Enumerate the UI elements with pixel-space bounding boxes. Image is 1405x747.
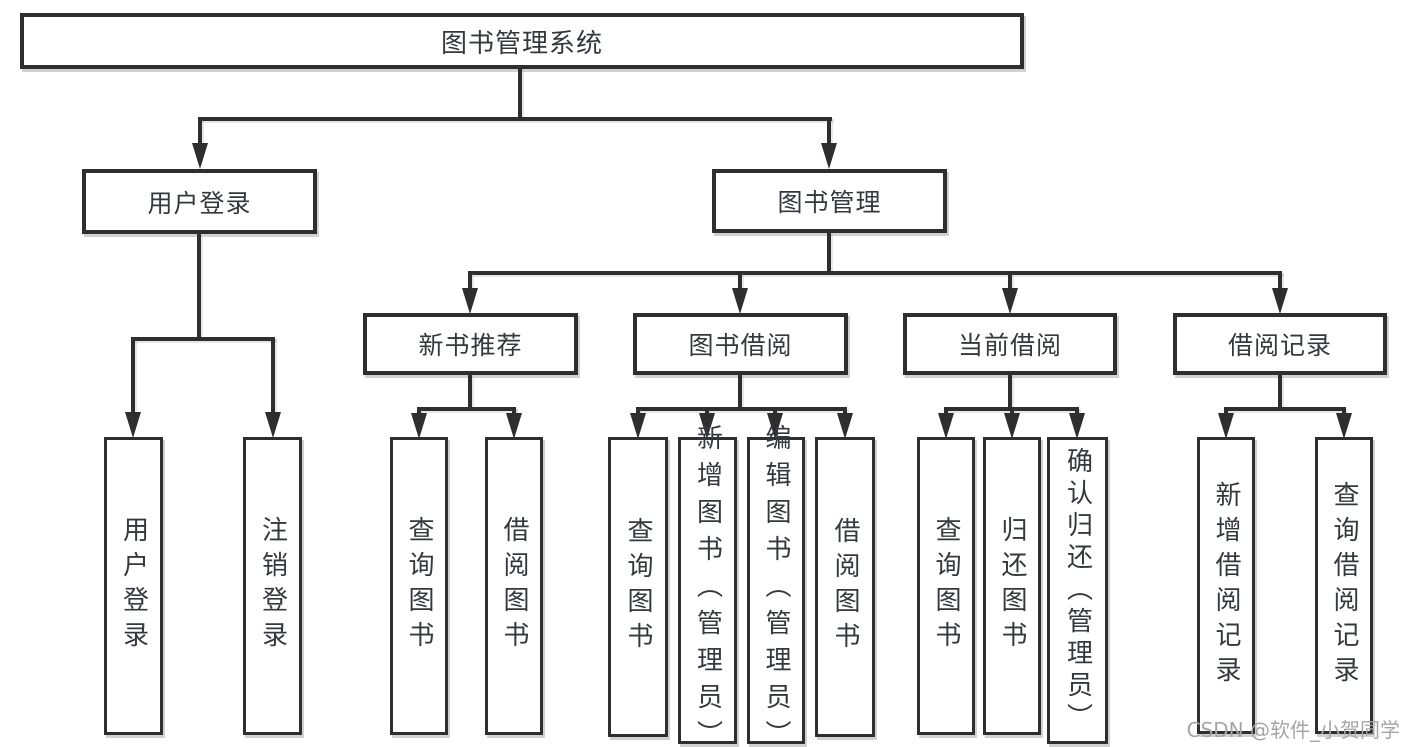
connector-line xyxy=(1278,271,1282,290)
connector-line xyxy=(1342,407,1346,415)
node-label: 确认归还（管理员） xyxy=(1062,446,1093,735)
leaf-confirm-return-admin: 确认归还（管理员） xyxy=(1047,437,1108,744)
connector-line xyxy=(827,117,831,145)
connector-line xyxy=(636,407,845,411)
connector-line xyxy=(198,117,202,145)
node-label: 查询图书 xyxy=(623,517,653,657)
node-label: 编辑图书（管理员） xyxy=(761,424,791,747)
connector-line xyxy=(827,233,831,271)
leaf-query-books-2: 查询图书 xyxy=(608,437,668,737)
connector-line xyxy=(1278,375,1282,407)
connector-line xyxy=(512,407,516,415)
connector-line xyxy=(773,407,777,415)
connector-line xyxy=(271,337,275,414)
connector-line xyxy=(417,407,421,415)
arrow-down-icon xyxy=(630,413,646,439)
node-user-login: 用户登录 xyxy=(82,169,317,234)
connector-line xyxy=(198,117,832,121)
node-label: 查询借阅记录 xyxy=(1329,480,1359,691)
node-label: 新增借阅记录 xyxy=(1211,480,1241,691)
arrow-down-icon xyxy=(192,143,208,169)
connector-line xyxy=(197,234,201,337)
arrow-down-icon xyxy=(1002,288,1018,314)
watermark-text: CSDN @软件_小贺同学 xyxy=(1186,718,1400,742)
arrow-down-icon xyxy=(1336,413,1352,439)
connector-line xyxy=(131,337,135,414)
leaf-query-borrow-record: 查询借阅记录 xyxy=(1315,437,1373,734)
connector-line xyxy=(636,407,640,415)
arrow-down-icon xyxy=(1004,413,1020,439)
arrow-down-icon xyxy=(411,413,427,439)
node-book-management: 图书管理 xyxy=(712,169,947,233)
connector-line xyxy=(468,271,472,290)
leaf-edit-book-admin: 编辑图书（管理员） xyxy=(747,424,805,747)
leaf-add-borrow-record: 新增借阅记录 xyxy=(1197,437,1255,734)
leaf-logout: 注销登录 xyxy=(243,437,302,735)
node-current-borrowing: 当前借阅 xyxy=(903,313,1117,375)
node-label: 查询图书 xyxy=(931,516,961,656)
leaf-borrow-books-1: 借阅图书 xyxy=(485,437,543,735)
node-label: 图书管理系统 xyxy=(440,28,603,59)
connector-line xyxy=(1008,375,1012,407)
arrow-down-icon xyxy=(1272,288,1288,314)
arrow-down-icon xyxy=(767,413,783,439)
connector-line xyxy=(1008,271,1012,290)
arrow-down-icon xyxy=(732,288,748,314)
node-label: 新书推荐 xyxy=(418,331,523,360)
leaf-query-books-1: 查询图书 xyxy=(390,437,448,735)
arrow-down-icon xyxy=(938,413,954,439)
node-label: 图书管理 xyxy=(777,188,882,217)
node-label: 用户登录 xyxy=(118,516,149,656)
node-book-borrowing: 图书借阅 xyxy=(633,313,848,375)
node-label: 当前借阅 xyxy=(957,331,1062,360)
node-label: 注销登录 xyxy=(257,516,288,656)
connector-line xyxy=(131,337,275,341)
node-label: 归还图书 xyxy=(997,516,1027,656)
arrow-down-icon xyxy=(1069,413,1085,439)
leaf-return-book: 归还图书 xyxy=(983,437,1041,735)
arrow-down-icon xyxy=(125,412,141,438)
leaf-borrow-books-2: 借阅图书 xyxy=(815,437,875,737)
node-new-book-recommend: 新书推荐 xyxy=(363,313,578,375)
leaf-add-book-admin: 新增图书（管理员） xyxy=(678,424,737,747)
connector-line xyxy=(738,271,742,290)
node-library-system: 图书管理系统 xyxy=(20,13,1024,69)
node-label: 借阅图书 xyxy=(830,517,860,657)
arrow-down-icon xyxy=(1218,413,1234,439)
arrow-down-icon xyxy=(699,413,715,439)
connector-line xyxy=(1075,407,1079,415)
node-label: 图书借阅 xyxy=(688,331,793,360)
connector-line xyxy=(843,407,847,415)
node-label: 用户登录 xyxy=(147,188,252,218)
node-label: 新增图书（管理员） xyxy=(692,424,723,747)
connector-line xyxy=(1010,407,1014,415)
leaf-query-books-3: 查询图书 xyxy=(917,437,975,735)
connector-line xyxy=(468,375,472,407)
connector-line xyxy=(417,407,516,411)
node-label: 查询图书 xyxy=(404,516,434,656)
arrow-down-icon xyxy=(506,413,522,439)
node-label: 借阅图书 xyxy=(499,516,529,656)
node-borrowing-records: 借阅记录 xyxy=(1173,313,1387,375)
connector-line xyxy=(1224,407,1228,415)
node-label: 借阅记录 xyxy=(1227,331,1332,360)
arrow-down-icon xyxy=(837,413,853,439)
leaf-user-login: 用户登录 xyxy=(104,437,163,735)
connector-line xyxy=(705,407,709,415)
arrow-down-icon xyxy=(462,288,478,314)
connector-line xyxy=(468,271,1282,275)
connector-line xyxy=(1224,407,1344,411)
arrow-down-icon xyxy=(265,412,281,438)
connector-line xyxy=(518,68,522,117)
arrow-down-icon xyxy=(821,143,837,169)
connector-line xyxy=(738,375,742,407)
connector-line xyxy=(944,407,948,415)
